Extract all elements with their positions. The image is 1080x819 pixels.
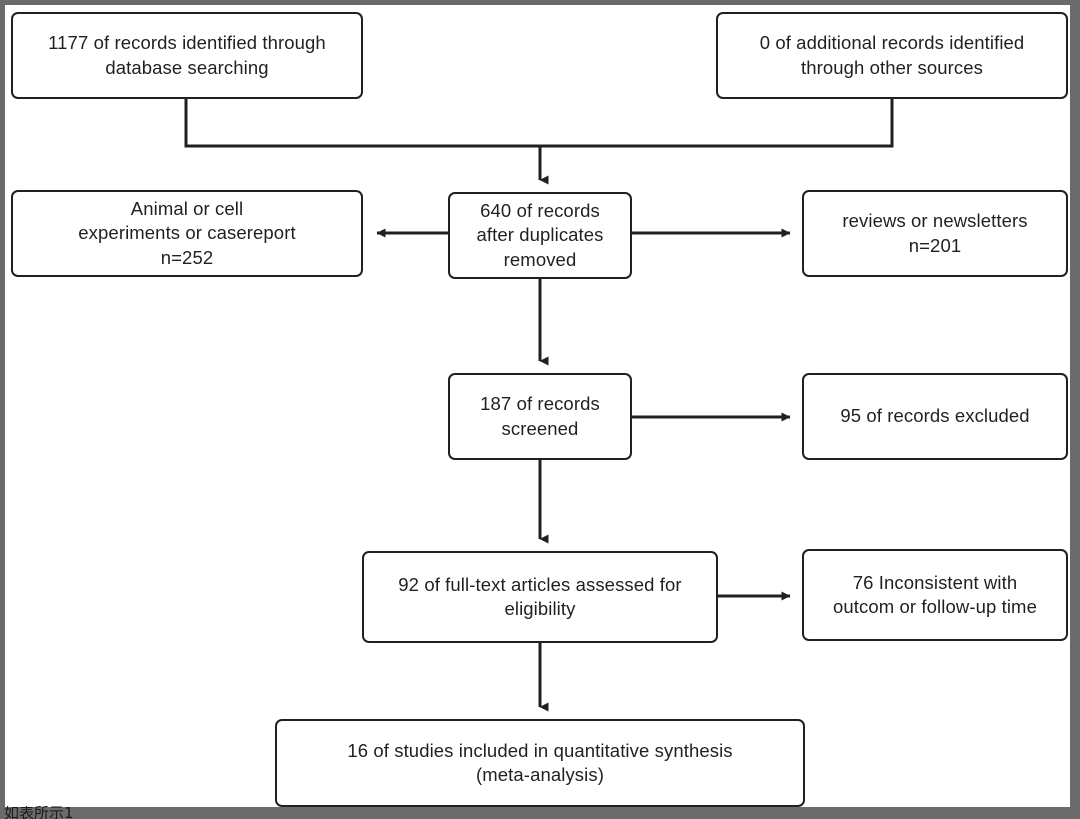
- node-records-screened: 187 of records screened: [448, 373, 632, 460]
- node-records-identified-other-sources: 0 of additional records identified throu…: [716, 12, 1068, 99]
- node-excluded-animal-cell-casereport: Animal or cell experiments or casereport…: [11, 190, 363, 277]
- node-records-after-duplicates-removed: 640 of records after duplicates removed: [448, 192, 632, 279]
- node-studies-included-quantitative-synthesis: 16 of studies included in quantitative s…: [275, 719, 805, 807]
- node-excluded-reviews-newsletters: reviews or newsletters n=201: [802, 190, 1068, 277]
- node-fulltext-articles-assessed: 92 of full-text articles assessed for el…: [362, 551, 718, 643]
- node-records-excluded: 95 of records excluded: [802, 373, 1068, 460]
- clipped-caption-text: 如表所示1: [4, 806, 74, 819]
- node-records-identified-database: 1177 of records identified through datab…: [11, 12, 363, 99]
- node-excluded-inconsistent-outcome: 76 Inconsistent with outcom or follow-up…: [802, 549, 1068, 641]
